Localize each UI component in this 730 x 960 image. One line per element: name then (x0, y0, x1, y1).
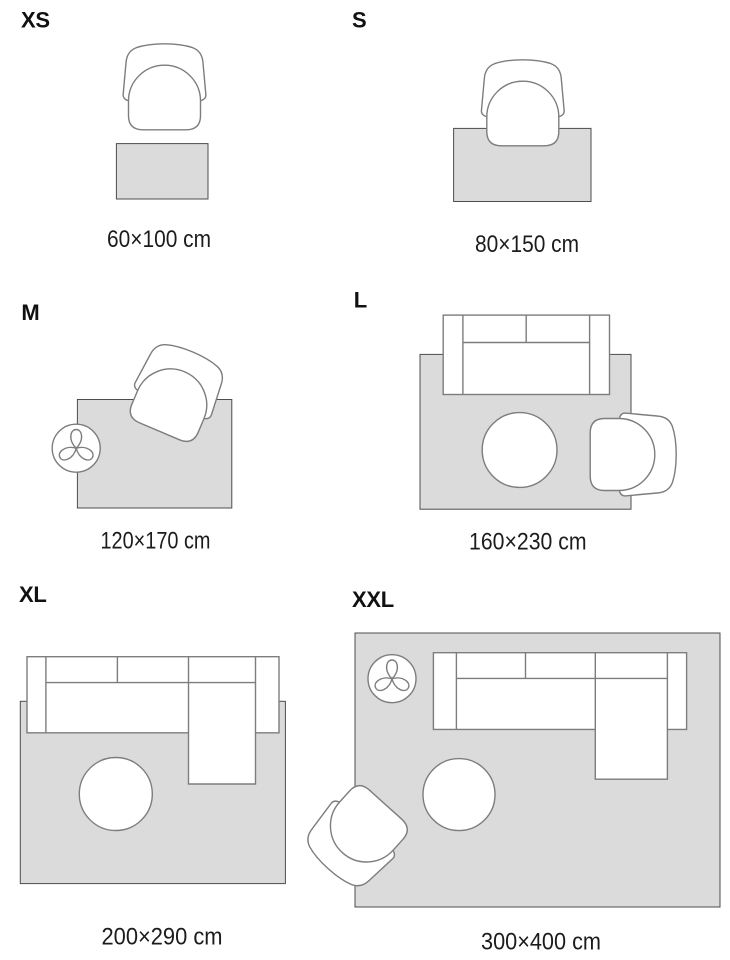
svg-text:160×230 cm: 160×230 cm (469, 528, 587, 555)
svg-text:XXL: XXL (352, 587, 394, 612)
svg-text:XL: XL (19, 582, 47, 607)
svg-text:80×150 cm: 80×150 cm (475, 231, 579, 258)
svg-text:300×400 cm: 300×400 cm (481, 929, 601, 956)
svg-text:120×170 cm: 120×170 cm (101, 528, 211, 555)
svg-text:200×290 cm: 200×290 cm (102, 924, 223, 951)
svg-text:XS: XS (21, 8, 50, 33)
svg-text:S: S (352, 8, 366, 33)
svg-text:L: L (354, 288, 367, 313)
svg-text:M: M (21, 300, 39, 325)
svg-text:60×100 cm: 60×100 cm (107, 226, 211, 253)
